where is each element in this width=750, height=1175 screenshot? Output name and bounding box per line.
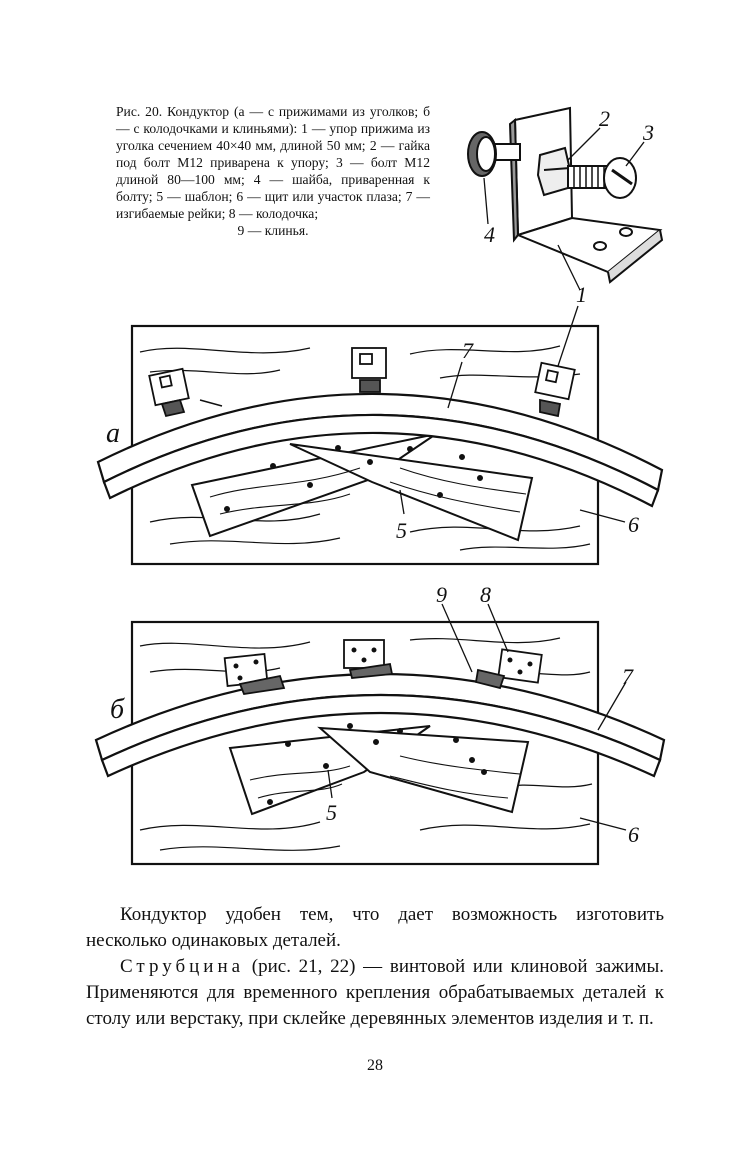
fig-b-label-5: 5 (326, 800, 337, 825)
caption-text: Рис. 20. Кондуктор (а — с прижимами из у… (116, 104, 430, 221)
detail-label-3: 3 (642, 120, 654, 145)
fig-b-label-8: 8 (480, 582, 491, 607)
fig-a-label-1: 1 (576, 282, 587, 307)
caption-last-line: 9 — клинья. (237, 223, 309, 238)
detail-label-4: 4 (484, 222, 495, 247)
clamp-detail-illustration: 2 3 4 (467, 106, 664, 291)
fig-a-label-5: 5 (396, 518, 407, 543)
page-number: 28 (367, 1057, 383, 1074)
fig-b-label-7: 7 (622, 664, 634, 689)
term-strubtsina: Струбцина (120, 956, 245, 977)
paragraph-1: Кондуктор удобен тем, что дает возможнос… (86, 904, 664, 951)
fig-b-label-9: 9 (436, 582, 447, 607)
body-text: Кондуктор удобен тем, что дает возможнос… (86, 902, 664, 1032)
fig-a-label-7: 7 (462, 338, 474, 363)
fig-b-label-6: 6 (628, 822, 639, 847)
fig-a-label-6: 6 (628, 512, 639, 537)
fig-a-letter: а (106, 418, 120, 449)
paragraph-2-text: (рис. 21, 22) — винтовой или клиновой за… (86, 956, 664, 1029)
detail-label-2: 2 (599, 106, 610, 131)
fig-b-letter: б (110, 694, 125, 725)
figure-b-illustration: 9 8 7 б 5 6 (94, 582, 666, 866)
paragraph-2: Струбцина (рис. 21, 22) — винтовой или к… (86, 954, 664, 1032)
figure-a-illustration: 1 7 а 5 6 (96, 282, 664, 566)
figure-caption: Рис. 20. Кондуктор (а — с прижимами из у… (116, 103, 430, 239)
